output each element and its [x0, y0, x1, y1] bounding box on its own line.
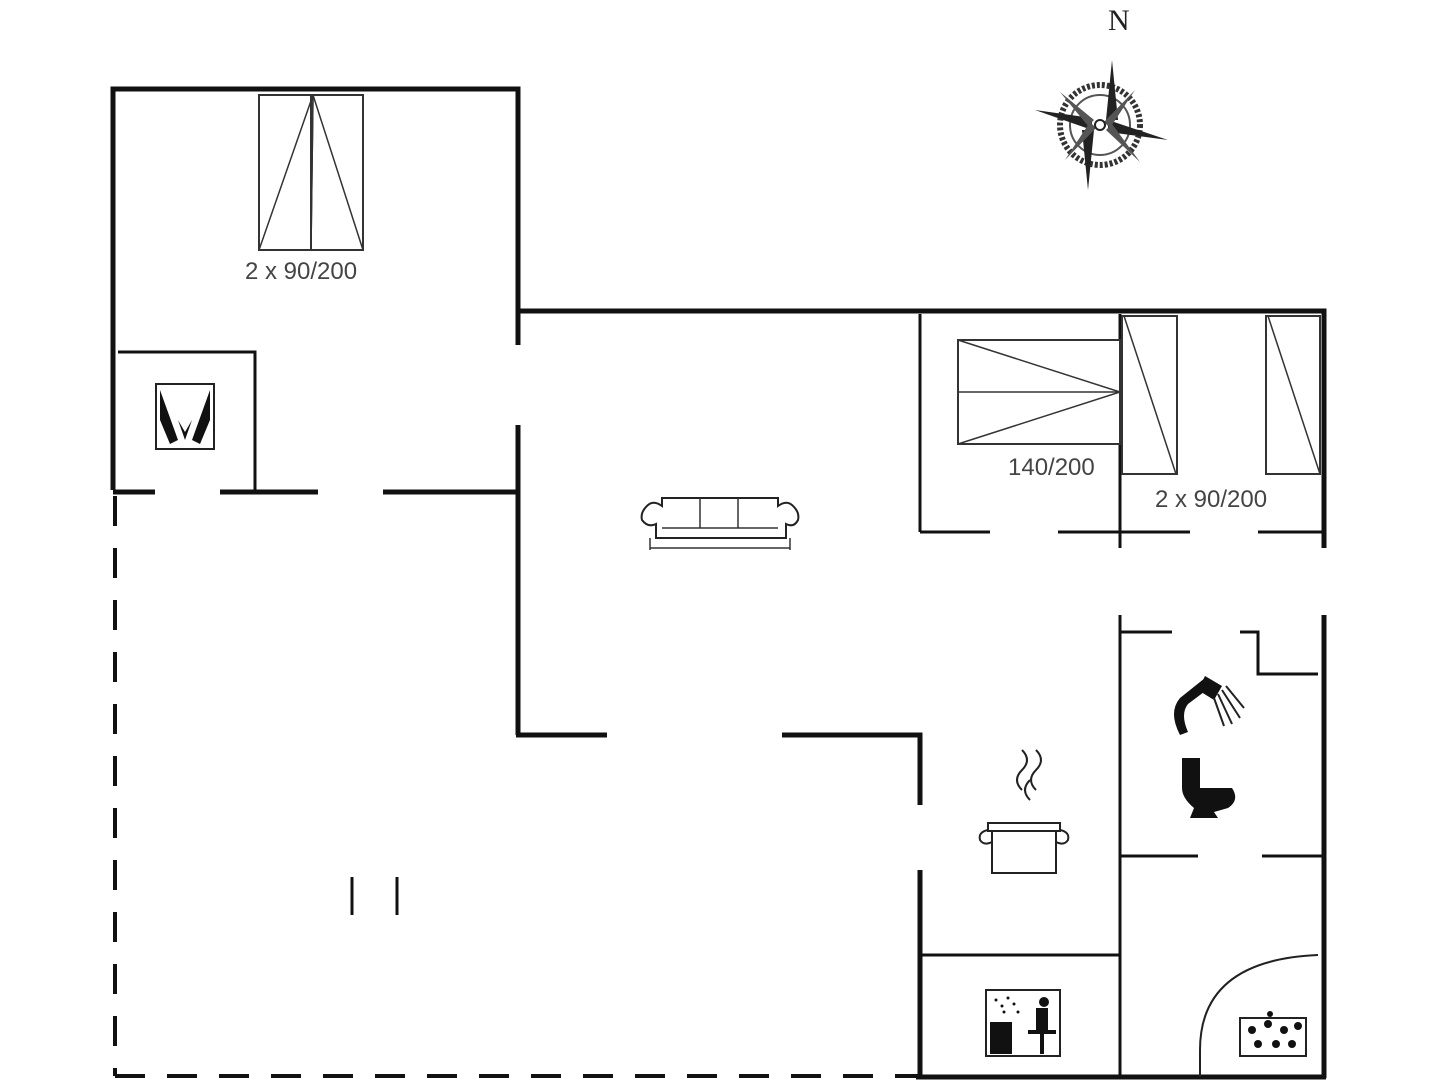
- bed-twin-top: [258, 94, 364, 251]
- fireplace-icon: [155, 383, 215, 450]
- cooking-pot-icon: [978, 749, 1070, 874]
- bed-double: [957, 339, 1123, 445]
- toilet-icon: [1182, 758, 1236, 818]
- bed-size-label-top: 2 x 90/200: [245, 258, 357, 285]
- bed-size-label-double: 140/200: [1008, 454, 1095, 481]
- bed-size-label-right: 2 x 90/200: [1155, 486, 1267, 513]
- sofa-icon: [640, 497, 800, 550]
- bed-twin-right: [1121, 315, 1321, 475]
- whirlpool-icon: [1199, 954, 1319, 1077]
- compass-rose-icon: N: [1035, 4, 1168, 190]
- north-label: N: [1108, 4, 1130, 37]
- sauna-icon: [985, 989, 1061, 1057]
- shower-icon: [1174, 676, 1245, 735]
- terrace-outline: [113, 496, 918, 1078]
